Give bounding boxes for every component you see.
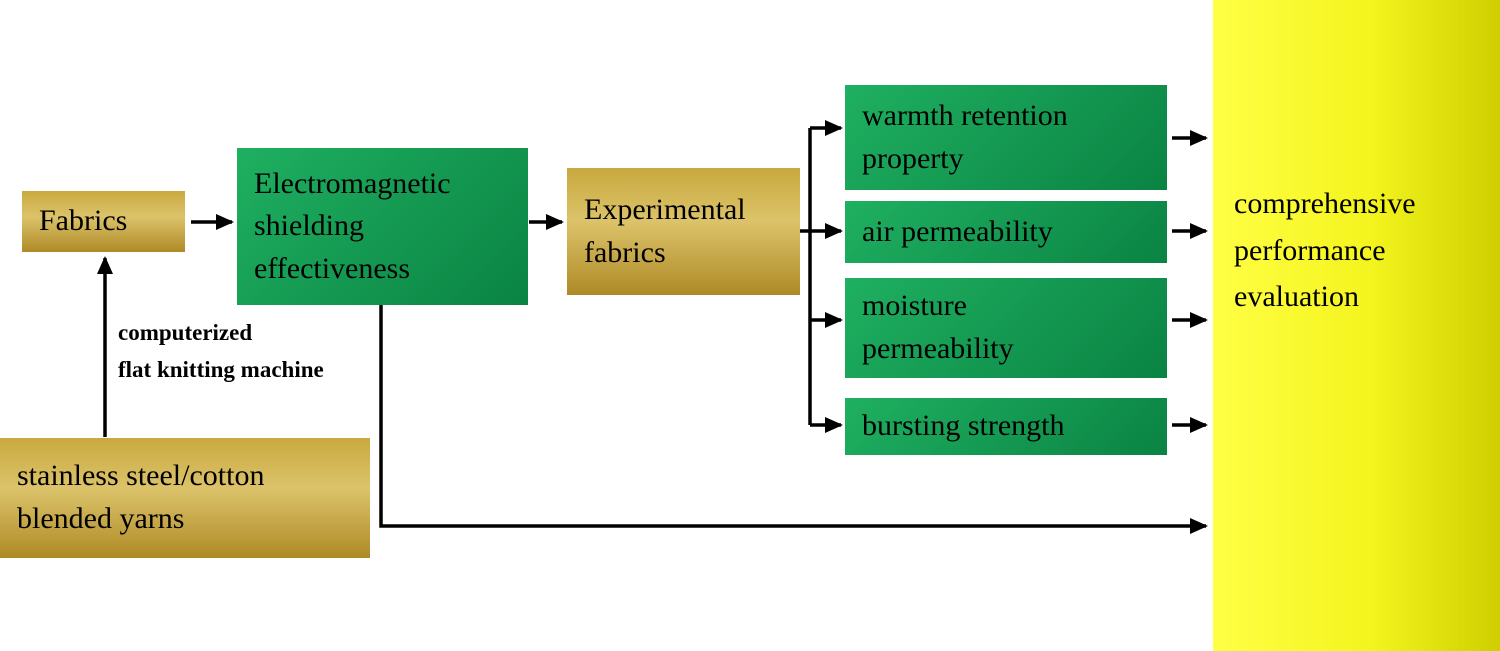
node-air-permeability-label: air permeability [862,214,1053,248]
node-comprehensive-evaluation: comprehensive performance evaluation [1213,0,1500,651]
node-fabrics-label: Fabrics [39,204,128,238]
node-moisture-permeability: moisture permeability [845,278,1167,378]
node-electromagnetic-shielding: Electromagnetic shielding effectiveness [237,148,528,305]
node-experimental-fabrics: Experimental fabrics [567,168,800,295]
edge-label-knitting-machine: computerized flat knitting machine [118,320,324,383]
node-blended-yarns: stainless steel/cotton blended yarns [0,438,370,558]
node-comprehensive-evaluation-label: comprehensive performance evaluation [1234,187,1416,313]
node-moisture-permeability-label: moisture permeability [862,289,1014,365]
node-warmth-retention-label: warmth retention property [862,98,1068,175]
node-air-permeability: air permeability [845,201,1167,263]
node-blended-yarns-label: stainless steel/cotton blended yarns [17,459,265,535]
node-fabrics: Fabrics [22,191,185,252]
node-warmth-retention: warmth retention property [845,85,1167,190]
node-bursting-strength: bursting strength [845,398,1167,455]
node-experimental-fabrics-label: Experimental fabrics [584,192,746,269]
node-bursting-strength-label: bursting strength [862,409,1065,443]
node-electromagnetic-shielding-label: Electromagnetic shielding effectiveness [254,166,451,285]
